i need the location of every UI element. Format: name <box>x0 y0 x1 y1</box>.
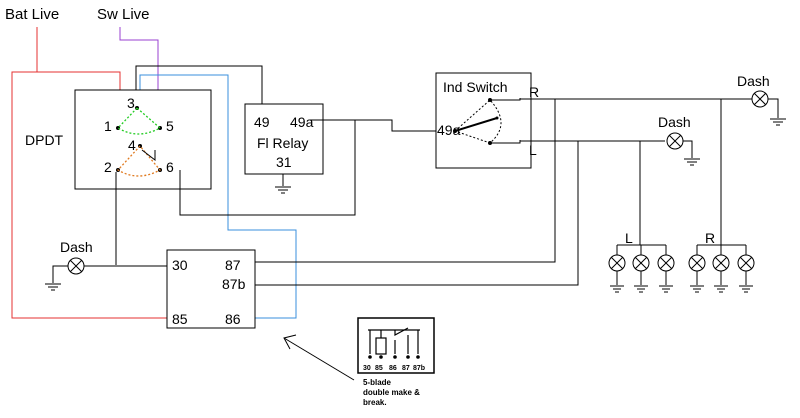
ind-switch-lever <box>454 117 498 132</box>
relay-pin-87b: 87b <box>222 276 246 292</box>
wire-pin4-blue-branch <box>141 149 156 162</box>
pointer-arrow-head <box>283 334 297 350</box>
dpdt-label: DPDT <box>25 132 64 148</box>
inset-pin-86: 86 <box>389 365 397 372</box>
sw-live-wire <box>119 27 159 122</box>
ind-switch-box <box>435 72 532 169</box>
dash-right-top-ground-wire <box>768 98 779 118</box>
relay-pin-87: 87 <box>225 257 241 273</box>
inset-pin-87: 87 <box>402 365 410 372</box>
lamp-R-1 <box>688 245 706 293</box>
lamp-L-3 <box>657 245 675 293</box>
ind-switch-tip <box>495 116 499 120</box>
ind-switch-pin-49a: 49a <box>437 122 461 138</box>
bat-live-label: Bat Live <box>5 6 59 23</box>
fl-relay-pin-49: 49 <box>254 114 270 130</box>
inset-pin-dots <box>368 355 420 359</box>
wire-flrelay49a-indswitch <box>310 119 455 132</box>
inset-pin-87b: 87b <box>413 365 425 372</box>
wire-R-relay87 <box>255 99 556 263</box>
inset-caption-line-3: break. <box>363 398 387 407</box>
lamp-R-2 <box>712 245 730 293</box>
dash-mid-label: Dash <box>658 114 691 130</box>
fl-relay-pin-49a: 49a <box>290 114 314 130</box>
inset-caption-line-1: 5-blade <box>363 378 392 387</box>
dpdt-green-throw <box>116 107 162 135</box>
wire-pin3-flrelay49 <box>135 65 263 110</box>
pointer-arrow-shaft <box>283 337 355 381</box>
lamp-group-R-label: R <box>705 230 715 246</box>
dpdt-pin-6: 6 <box>166 159 174 175</box>
lamp-group-L-label: L <box>625 230 633 246</box>
dpdt-box <box>74 89 212 190</box>
fl-relay-box <box>244 103 324 175</box>
dash-mid-lamp <box>666 132 684 150</box>
ind-switch-label: Ind Switch <box>443 79 508 95</box>
lamp-L-2 <box>632 245 650 293</box>
inset-relay-symbol <box>368 327 420 355</box>
dpdt-pin-5: 5 <box>166 118 174 134</box>
dpdt-pin-1: 1 <box>104 118 112 134</box>
lamp-L-1 <box>608 245 626 293</box>
blue-wire <box>139 74 297 319</box>
dash-left-label: Dash <box>60 239 93 255</box>
dpdt-pin-2: 2 <box>104 159 112 175</box>
relay-pin-30: 30 <box>172 257 188 273</box>
sw-live-label: Sw Live <box>97 6 150 23</box>
inset-caption-line-2: double make & <box>363 388 420 397</box>
wire-L-relay87b <box>255 141 579 286</box>
dash-left-ground-wire <box>52 265 68 283</box>
fl-relay-pin-31: 31 <box>276 154 292 170</box>
ind-switch-pin-R: R <box>529 84 539 100</box>
relay-5pin-box <box>166 249 256 329</box>
relay-pin-85: 85 <box>172 311 188 327</box>
dash-right-top-label: Dash <box>737 73 770 89</box>
inset-relay-box <box>357 317 435 374</box>
fl-relay-name: Fl Relay <box>257 135 308 151</box>
inset-pin-30: 30 <box>363 365 371 372</box>
inset-pin-85: 85 <box>375 365 383 372</box>
dash-mid-ground-wire <box>683 140 693 158</box>
dash-left-lamp <box>67 257 85 275</box>
lamp-R-3 <box>737 245 755 293</box>
bat-live-wire-branch <box>11 71 167 319</box>
dpdt-pin-4: 4 <box>128 137 136 153</box>
dash-right-top-lamp <box>751 90 769 108</box>
dpdt-pin-3: 3 <box>127 95 135 111</box>
relay-pin-86: 86 <box>225 311 241 327</box>
dpdt-orange-throw <box>116 145 162 177</box>
ind-switch-pin-L: L <box>529 142 537 158</box>
